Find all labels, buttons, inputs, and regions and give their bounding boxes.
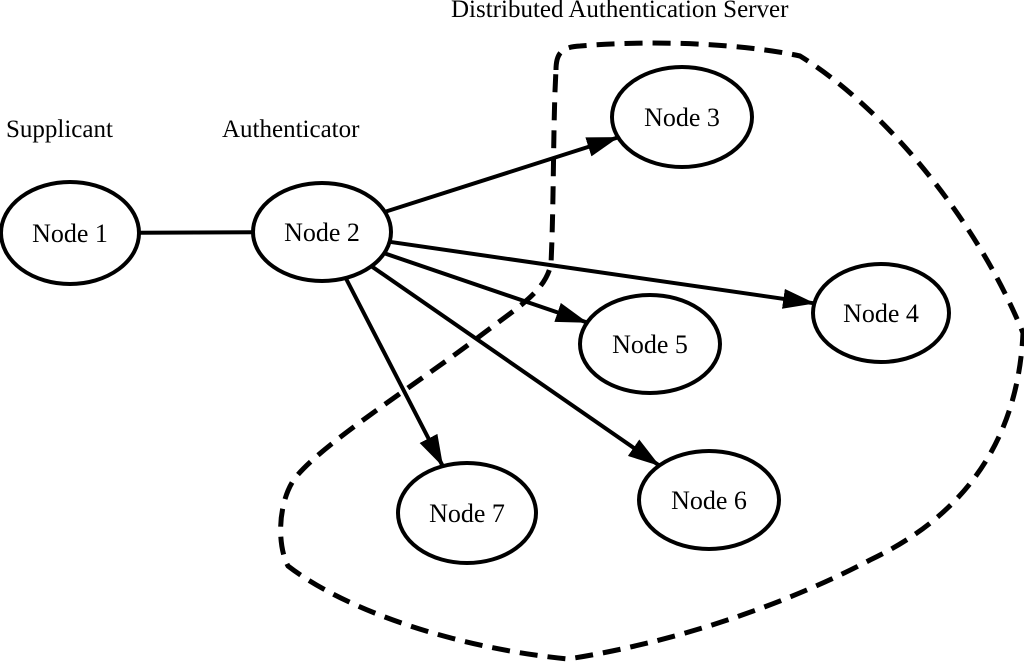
node-node6: Node 6 [637,449,781,551]
node-node3: Node 3 [610,65,754,169]
node-label-node5: Node 5 [612,330,688,359]
node-label-node3: Node 3 [644,103,720,132]
edges-layer [138,135,816,468]
node-ellipse-node7 [396,461,538,565]
node-ellipse-node2 [251,181,393,283]
node-label-node1: Node 1 [32,219,108,248]
label-authenticator: Authenticator [222,116,360,143]
node-label-node2: Node 2 [284,218,360,247]
node-ellipse-node1 [0,180,141,286]
node-ellipse-node6 [637,449,781,551]
nodes-layer: Node 1 Node 2 Node 3 Node 4 Node 5 Node 6 Node… [0,65,951,565]
arrow-node2-node7 [343,277,445,468]
node-node5: Node 5 [578,293,722,395]
node-label-node7: Node 7 [429,499,505,528]
auth-server-boundary-dashed [278,40,1024,662]
node-label-node6: Node 6 [671,486,747,515]
arrow-node2-node6 [370,264,661,468]
node-node4: Node 4 [811,262,951,364]
node-node2: Node 2 [251,181,393,283]
node-node7: Node 7 [396,461,538,565]
arrow-node2-node3 [384,135,619,214]
arrow-node2-node5 [383,251,588,325]
node-ellipse-node5 [578,293,722,395]
label-supplicant: Supplicant [6,116,113,143]
arrow-node2-node4 [389,239,816,309]
node-node1: Node 1 [0,180,141,286]
diagram-title: Distributed Authentication Server [451,0,789,23]
node-ellipse-node4 [811,262,951,364]
node-ellipse-node3 [610,65,754,169]
node-label-node4: Node 4 [843,299,919,328]
